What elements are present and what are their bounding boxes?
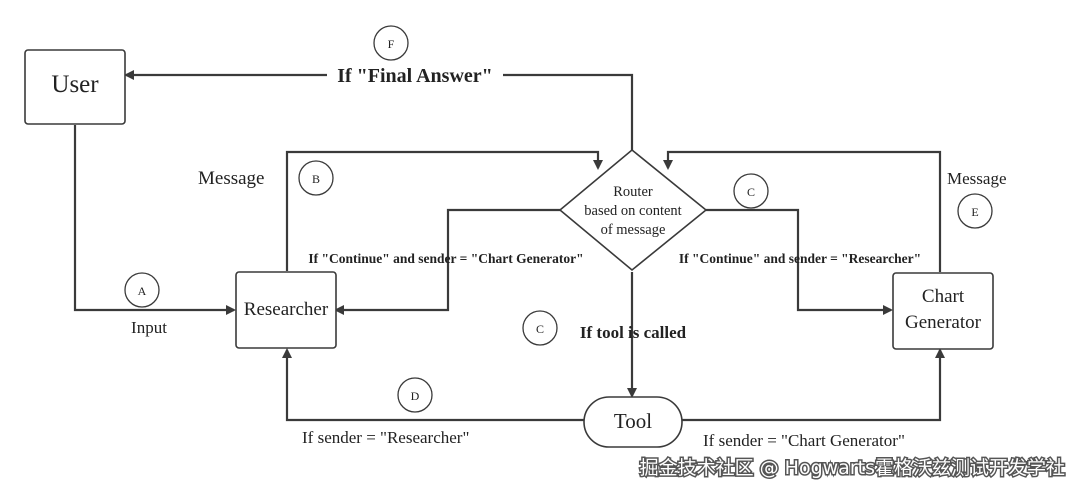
router-label-line1: Router: [613, 184, 653, 200]
marker-a: A: [124, 272, 160, 308]
researcher-node: Researcher: [235, 271, 337, 349]
marker-c-top: C: [733, 173, 769, 209]
edge-user-to-researcher: [73, 125, 236, 315]
watermark-text: 掘金技术社区 @ Hogwarts霍格沃兹测试开发学社: [640, 457, 1065, 479]
marker-e: E: [957, 193, 993, 229]
router-label-line2: based on content: [584, 203, 681, 219]
message-right-label: Message: [947, 169, 1006, 188]
marker-d-label: D: [411, 389, 420, 403]
user-node: User: [24, 49, 126, 125]
edge-router-to-chart: [706, 208, 893, 315]
router-label-line3: of message: [601, 222, 666, 238]
researcher-label: Researcher: [244, 299, 329, 320]
marker-c-mid: C: [522, 310, 558, 346]
chart-generator-label-line2: Generator: [905, 312, 982, 333]
marker-d: D: [397, 377, 433, 413]
marker-c-mid-label: C: [536, 322, 544, 336]
chart-generator-node: Chart Generator: [892, 272, 994, 350]
sender-researcher-label: If sender = "Researcher": [302, 428, 469, 447]
continue-researcher-label: If "Continue" and sender = "Researcher": [679, 251, 921, 266]
continue-chart-label: If "Continue" and sender = "Chart Genera…: [308, 251, 583, 266]
tool-label: Tool: [614, 409, 652, 433]
edge-tool-to-researcher: [282, 348, 584, 422]
final-answer-label: If "Final Answer": [337, 65, 493, 87]
edge-tool-to-chart: [682, 348, 945, 422]
edge-chart-to-router: [663, 150, 942, 272]
edge-router-to-researcher: [334, 208, 562, 315]
user-label: User: [51, 71, 99, 98]
marker-f-label: F: [388, 37, 395, 51]
marker-c-top-label: C: [747, 185, 755, 199]
tool-called-label: If tool is called: [580, 323, 687, 342]
marker-b: B: [298, 160, 334, 196]
marker-a-label: A: [138, 284, 147, 298]
message-left-label: Message: [198, 168, 264, 189]
marker-e-label: E: [971, 205, 978, 219]
sender-chart-label: If sender = "Chart Generator": [703, 431, 905, 450]
tool-node: Tool: [583, 396, 683, 448]
router-node: Router based on content of message: [558, 148, 708, 272]
chart-generator-label-line1: Chart: [922, 286, 965, 307]
edge-router-to-user: [126, 75, 634, 150]
marker-f: F: [373, 25, 409, 61]
input-label: Input: [131, 318, 167, 337]
edge-researcher-to-router: [285, 150, 603, 271]
marker-b-label: B: [312, 172, 320, 186]
